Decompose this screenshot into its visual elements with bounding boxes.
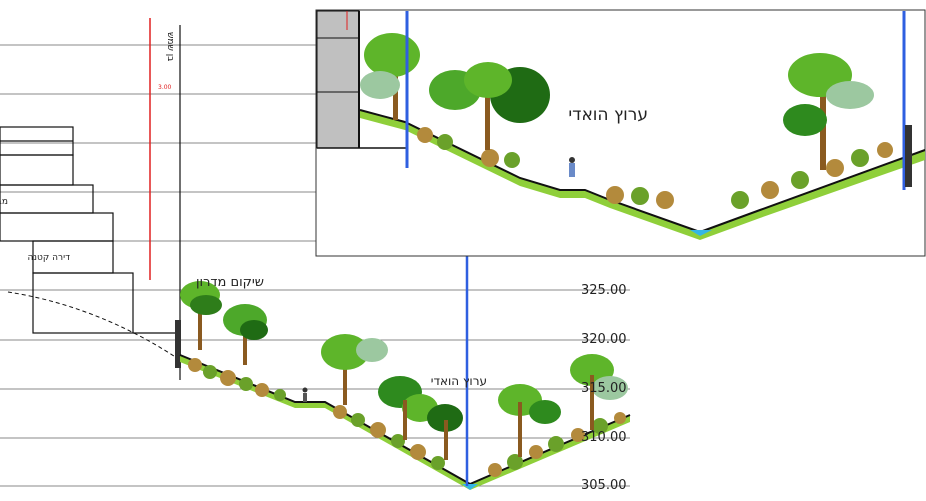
wadi-title-main: ערוץ הואדי <box>431 374 487 388</box>
inset-section: ערוץ הואדי <box>315 9 926 257</box>
shrub-row <box>188 358 626 477</box>
building-outline <box>0 126 180 334</box>
elevation-325: 325.00 <box>581 283 627 298</box>
building-label-1: מבני חד <box>0 197 8 207</box>
elevation-grid <box>0 44 630 487</box>
elevation-315: 315.00 <box>581 381 627 396</box>
vertical-label: בן שמש <box>165 32 175 61</box>
elevation-labels: 325.00 320.00 315.00 310.00 305.00 <box>581 283 627 493</box>
wadi-title-inset: ערוץ הואדי <box>568 105 648 125</box>
slope-rehab-title: שיקום מדרון <box>196 275 264 290</box>
red-marker-label: 3.00 <box>158 84 172 91</box>
retaining-post <box>175 320 181 368</box>
elevation-320: 320.00 <box>581 332 627 347</box>
existing-ground-line <box>7 291 181 361</box>
elevation-310: 310.00 <box>581 430 627 445</box>
person-figure <box>302 387 308 402</box>
building-label-2: דירה קטנה <box>28 253 71 263</box>
elevation-305: 305.00 <box>581 478 627 493</box>
tree-group-main <box>180 281 628 460</box>
